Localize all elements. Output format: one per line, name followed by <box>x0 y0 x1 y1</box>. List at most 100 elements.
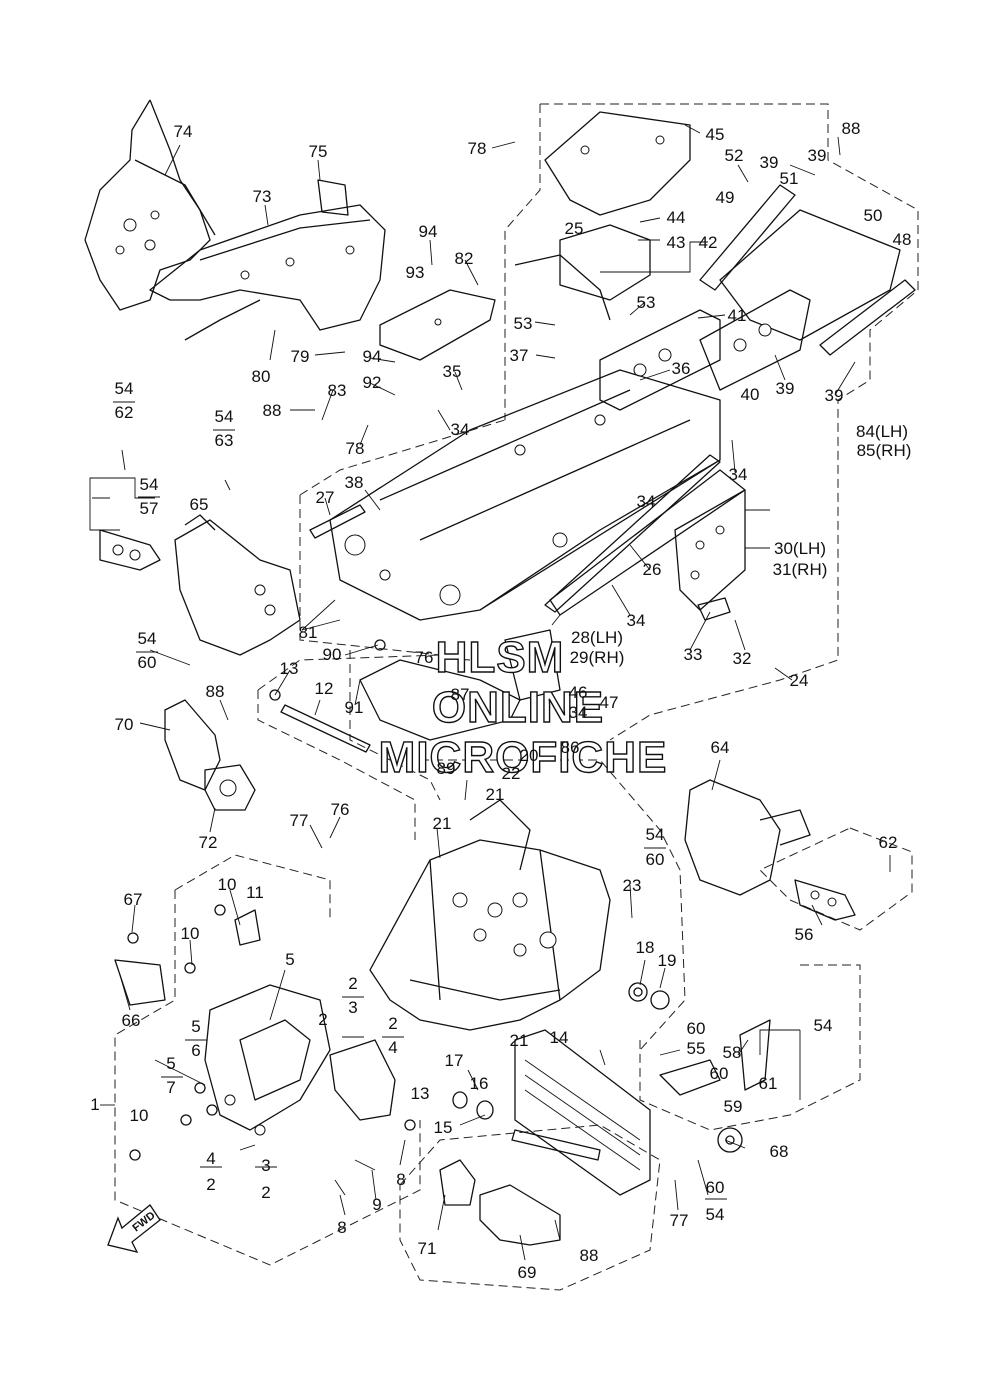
callout-label: 2 <box>206 1175 215 1194</box>
callout-label: 23 <box>623 876 642 895</box>
callout-label: 61 <box>759 1074 778 1093</box>
callout-label: 60 <box>687 1019 706 1038</box>
callout-label: 36 <box>672 359 691 378</box>
callout-label: 88 <box>206 682 225 701</box>
callout-label: 5 <box>166 1054 175 1073</box>
callout-label: 78 <box>468 139 487 158</box>
callout-label: 43 <box>667 233 686 252</box>
part-66-bracket <box>114 959 166 1006</box>
part-fasteners <box>127 639 416 1196</box>
callout-label: 33 <box>684 645 703 664</box>
callout-label: 78 <box>346 439 365 458</box>
callout-label: 88 <box>580 1246 599 1265</box>
callout-label: 10 <box>218 875 237 894</box>
callout-label: 24 <box>790 671 809 690</box>
callout-label: 44 <box>667 208 686 227</box>
callout-label: 39 <box>808 146 827 165</box>
callout-label: 34 <box>569 703 588 722</box>
watermark-line-2: ONLINE <box>432 683 604 732</box>
callout-label: 9 <box>372 1195 381 1214</box>
callout-label: 75 <box>309 142 328 161</box>
callout-label: 4 <box>388 1038 397 1057</box>
part-28-29-bracket <box>504 629 561 701</box>
callout-label: 47 <box>600 693 619 712</box>
part-65-plate <box>174 514 301 656</box>
callout-label: 92 <box>363 373 382 392</box>
callout-label: 94 <box>419 222 438 241</box>
callout-label: 34 <box>637 492 656 511</box>
callout-label: 45 <box>706 125 725 144</box>
callout-label: 37 <box>510 346 529 365</box>
callout-label: 86 <box>561 738 580 757</box>
part-72-gasket <box>204 764 256 811</box>
callout-label: 39 <box>760 153 779 172</box>
callout-label: 94 <box>363 347 382 366</box>
callout-label: 64 <box>711 738 730 757</box>
callout-label: 49 <box>716 188 735 207</box>
callout-label: 56 <box>795 925 814 944</box>
callout-label: 60 <box>138 653 157 672</box>
callout-label: 87 <box>451 685 470 704</box>
callout-label: 77 <box>290 811 309 830</box>
callout-label: 54 <box>115 379 134 398</box>
callout-label: 82 <box>455 249 474 268</box>
part-40-41-side-plate <box>599 289 811 411</box>
part-14-radiator <box>514 1029 651 1196</box>
callout-label: 60 <box>710 1064 729 1083</box>
callout-label: 17 <box>445 1051 464 1070</box>
callout-label: 83 <box>328 381 347 400</box>
callout-label: 84(LH) <box>856 422 908 441</box>
callout-label: 76 <box>415 648 434 667</box>
callout-label: 73 <box>253 187 272 206</box>
callout-label: 58 <box>723 1043 742 1062</box>
callout-label: 34 <box>729 465 748 484</box>
callout-label: 21 <box>433 814 452 833</box>
callout-label: 21 <box>510 1031 529 1050</box>
callout-label: 39 <box>776 379 795 398</box>
callout-label: 34 <box>627 611 646 630</box>
callout-label: 59 <box>724 1097 743 1116</box>
callout-label: 8 <box>396 1170 405 1189</box>
callout-label: 63 <box>215 431 234 450</box>
callout-label: 2 <box>318 1010 327 1029</box>
watermark: HLSM ONLINE MICROFICHE <box>378 632 667 782</box>
part-11-plate <box>234 909 261 946</box>
callout-label: 66 <box>122 1011 141 1030</box>
group-boundaries <box>114 103 919 1291</box>
callout-label: 29(RH) <box>570 648 625 667</box>
callout-label: 22 <box>502 764 521 783</box>
callout-label: 48 <box>893 230 912 249</box>
callout-label: 85(RH) <box>857 441 912 460</box>
part-75-clip <box>317 179 349 216</box>
callout-label: 53 <box>637 293 656 312</box>
part-26-rail <box>544 454 721 613</box>
callout-label: 10 <box>130 1106 149 1125</box>
callout-label: 60 <box>646 850 665 869</box>
callout-label: 88 <box>842 119 861 138</box>
callout-label: 12 <box>315 679 334 698</box>
callout-label: 91 <box>345 698 364 717</box>
callout-label: 89 <box>437 759 456 778</box>
callout-label: 74 <box>174 122 193 141</box>
callout-label: 93 <box>406 263 425 282</box>
callout-label: 46 <box>569 683 588 702</box>
callout-label: 32 <box>733 649 752 668</box>
callout-label: 6 <box>191 1041 200 1060</box>
fraction-bars <box>113 401 727 1200</box>
callout-label: 11 <box>246 883 264 902</box>
callout-label: 69 <box>518 1263 537 1282</box>
part-4-bracket <box>329 1039 396 1121</box>
callout-label: 1 <box>90 1095 99 1114</box>
callout-label: 53 <box>514 314 533 333</box>
part-33-clip <box>697 597 731 621</box>
callout-label: 30(LH) <box>774 539 826 558</box>
callout-label: 18 <box>636 938 655 957</box>
callout-label: 72 <box>199 833 218 852</box>
part-48-50-rails <box>699 184 916 356</box>
callout-label: 13 <box>280 659 299 678</box>
callout-label: 60 <box>706 1178 725 1197</box>
part-18-19-bearing <box>628 982 670 1010</box>
callout-label: 7 <box>166 1078 175 1097</box>
callout-label: 2 <box>348 974 357 993</box>
